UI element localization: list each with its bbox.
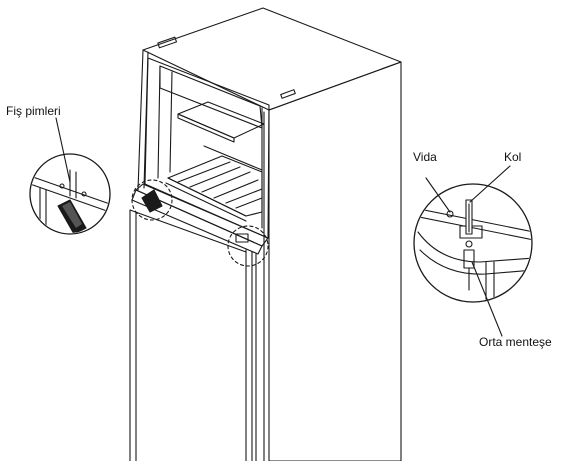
top-control-right [280, 89, 296, 99]
leader-handle [469, 165, 511, 203]
freezer-inner-back [159, 65, 263, 129]
inner-left-wall-2 [169, 71, 173, 173]
label-middle-hinge: Orta menteşe [479, 335, 552, 349]
cabinet-right-side [268, 61, 402, 461]
rack-bar-4 [213, 179, 259, 199]
cabinet-top-face [142, 7, 402, 111]
shelf-back-line [203, 145, 263, 171]
detail-circle-right [413, 183, 533, 303]
fridge-door [129, 183, 269, 461]
detail-circle-middle-hinge [413, 183, 533, 303]
refrigerator-cabinet [137, 7, 402, 461]
detail-circle-left [29, 153, 111, 235]
rack-bar-5 [225, 188, 263, 204]
front-bar-lower [131, 189, 263, 255]
leader-screw [425, 177, 451, 213]
rack-bar-6 [235, 197, 263, 209]
leader-middle-hinge [471, 261, 503, 337]
freezer-shelf-edge [177, 113, 235, 143]
left-hinge-block [141, 189, 163, 213]
middle-hinge-block [235, 233, 249, 243]
label-plug-pins: Fiş pimleri [6, 104, 61, 118]
rack-bar-1 [177, 161, 231, 183]
inner-left-wall [157, 65, 161, 179]
rack-bar-2 [189, 166, 241, 188]
door-top-edge [129, 209, 247, 253]
detail-marker-left [131, 179, 173, 221]
rack-front [167, 177, 247, 217]
label-handle: Kol [504, 150, 522, 164]
rack-front-2 [165, 182, 247, 222]
cabinet-front-left-edge [137, 49, 144, 191]
rack-bar-3 [201, 171, 251, 193]
leader-plug-pins [55, 117, 71, 183]
detail-marker-right [227, 225, 269, 267]
detail-circle-plug-pins [29, 153, 111, 235]
freezer-compartment [144, 57, 270, 239]
label-screw: Vida [413, 150, 437, 164]
screw [446, 210, 454, 218]
top-control-left [157, 36, 178, 49]
